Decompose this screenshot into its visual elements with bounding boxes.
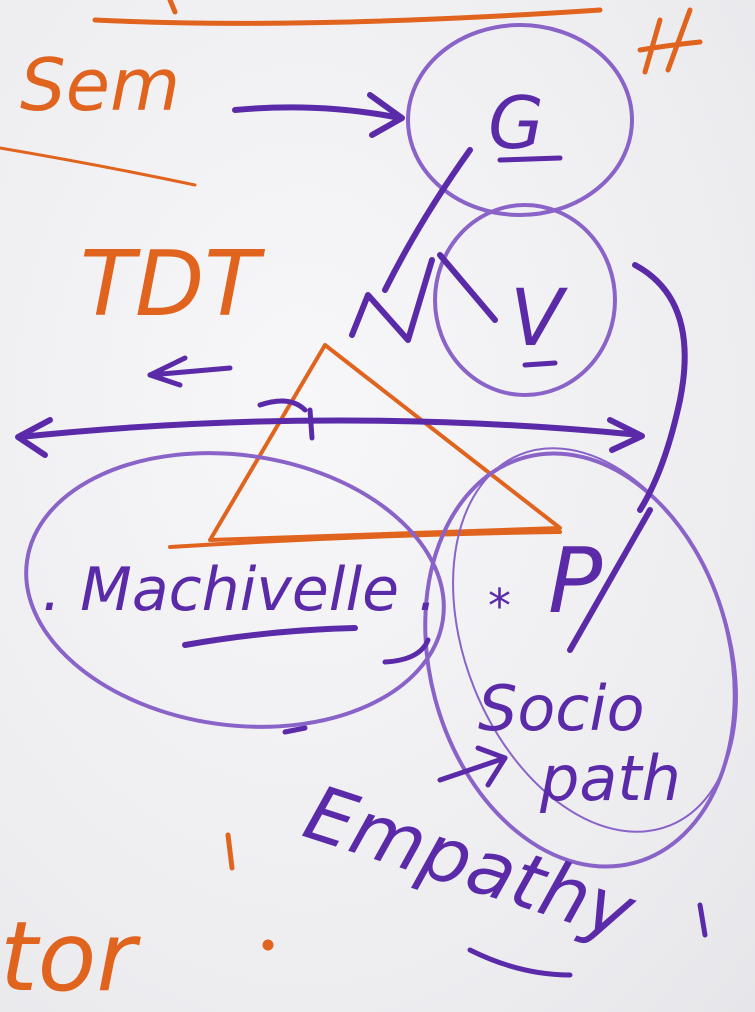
machiavelli-underline (182, 625, 358, 648)
arrow-into-sociopath (437, 755, 508, 783)
right-connector-lower (567, 507, 653, 653)
v-label: V (510, 274, 568, 364)
arrow-sem-to-g-head (367, 92, 405, 138)
sem-label: Sem (20, 43, 180, 127)
n-letter (349, 257, 435, 343)
p-label: P (548, 529, 603, 634)
orange-strokes (0, 0, 703, 549)
double-arrow-line (17, 417, 643, 440)
tdt-label: TDT (80, 232, 265, 337)
left-orange-dash (0, 146, 197, 187)
tor-label: tor (0, 901, 141, 1012)
path-label: path (539, 742, 681, 815)
h-letter (637, 7, 703, 75)
orange-dot (262, 939, 274, 951)
double-arrow-right-head (607, 417, 645, 453)
empathy-quote (697, 902, 708, 938)
machiavelli-label: . Machivelle . (42, 555, 437, 625)
arrow-into-sociopath-head (475, 745, 508, 788)
purple-strokes (15, 92, 708, 978)
orange-marks (225, 832, 274, 951)
small-dash (282, 725, 308, 735)
small-left-arrow-head (147, 355, 188, 388)
right-connector (632, 262, 688, 513)
v-circle (433, 203, 617, 397)
star-label: * (488, 579, 511, 633)
triangle-base-line (168, 530, 562, 549)
socio-label: Socio (478, 672, 645, 745)
handwritten-text: Sem TDT G V P * . Machivelle . Socio pat… (0, 43, 681, 1012)
orange-triangle (208, 343, 562, 542)
empathy-tail (467, 947, 573, 978)
psychopath-ellipse-2 (452, 447, 738, 833)
small-hook (382, 637, 431, 665)
g-circle (406, 23, 634, 217)
top-orange-line (92, 7, 603, 26)
top-orange-tick (167, 0, 178, 15)
purple-shapes (24, 23, 738, 869)
machiavelli-ellipse (24, 451, 446, 729)
v-underline (522, 360, 558, 368)
g-underline (497, 155, 563, 163)
cross-line (437, 252, 498, 323)
double-arrow-left-head (15, 417, 53, 458)
g-label: G (488, 81, 544, 165)
small-left-arrow (147, 365, 233, 378)
apex-tick (257, 398, 315, 441)
orange-tick-bottom (225, 832, 235, 871)
g-to-n-line (382, 147, 473, 293)
arrow-sem-to-g (232, 104, 403, 121)
